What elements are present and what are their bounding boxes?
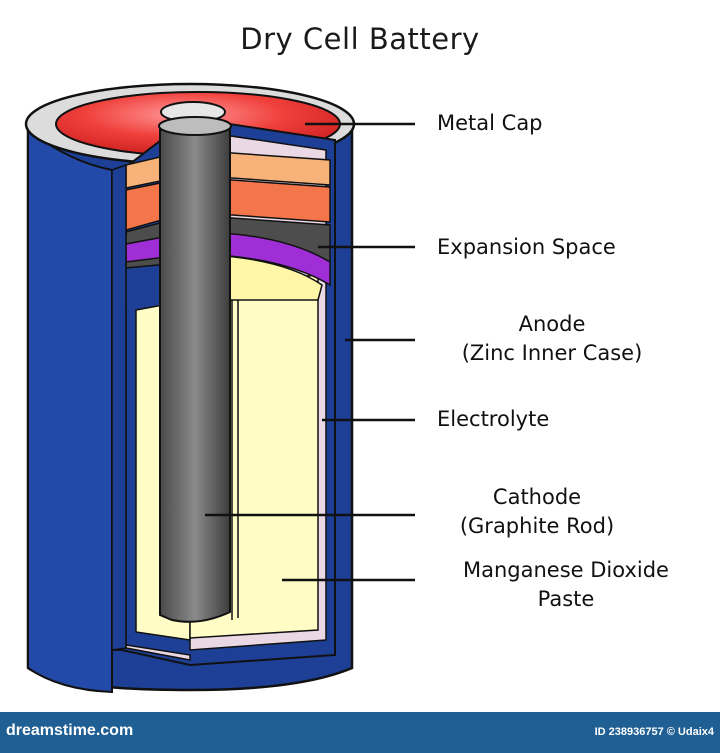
label-anode: Anode (Zinc Inner Case)	[461, 312, 643, 365]
graphite-rod	[158, 116, 232, 623]
label-metal-cap: Metal Cap	[437, 111, 543, 135]
diagram-title: Dry Cell Battery	[240, 22, 480, 56]
image-credit: ID 238936757 © Udaix4	[594, 726, 714, 738]
label-cathode: Cathode (Graphite Rod)	[459, 485, 615, 538]
label-electrolyte: Electrolyte	[437, 407, 550, 431]
watermark-footer-bar: dreamstime.com ID 238936757 © Udaix4	[0, 712, 720, 753]
battery-cutaway-diagram	[24, 82, 415, 694]
brand-link[interactable]: dreamstime.com	[6, 722, 134, 739]
label-manganese-dioxide-paste: Manganese Dioxide Paste	[463, 558, 669, 611]
label-expansion-space: Expansion Space	[437, 235, 616, 259]
leader-lines	[205, 122, 415, 582]
